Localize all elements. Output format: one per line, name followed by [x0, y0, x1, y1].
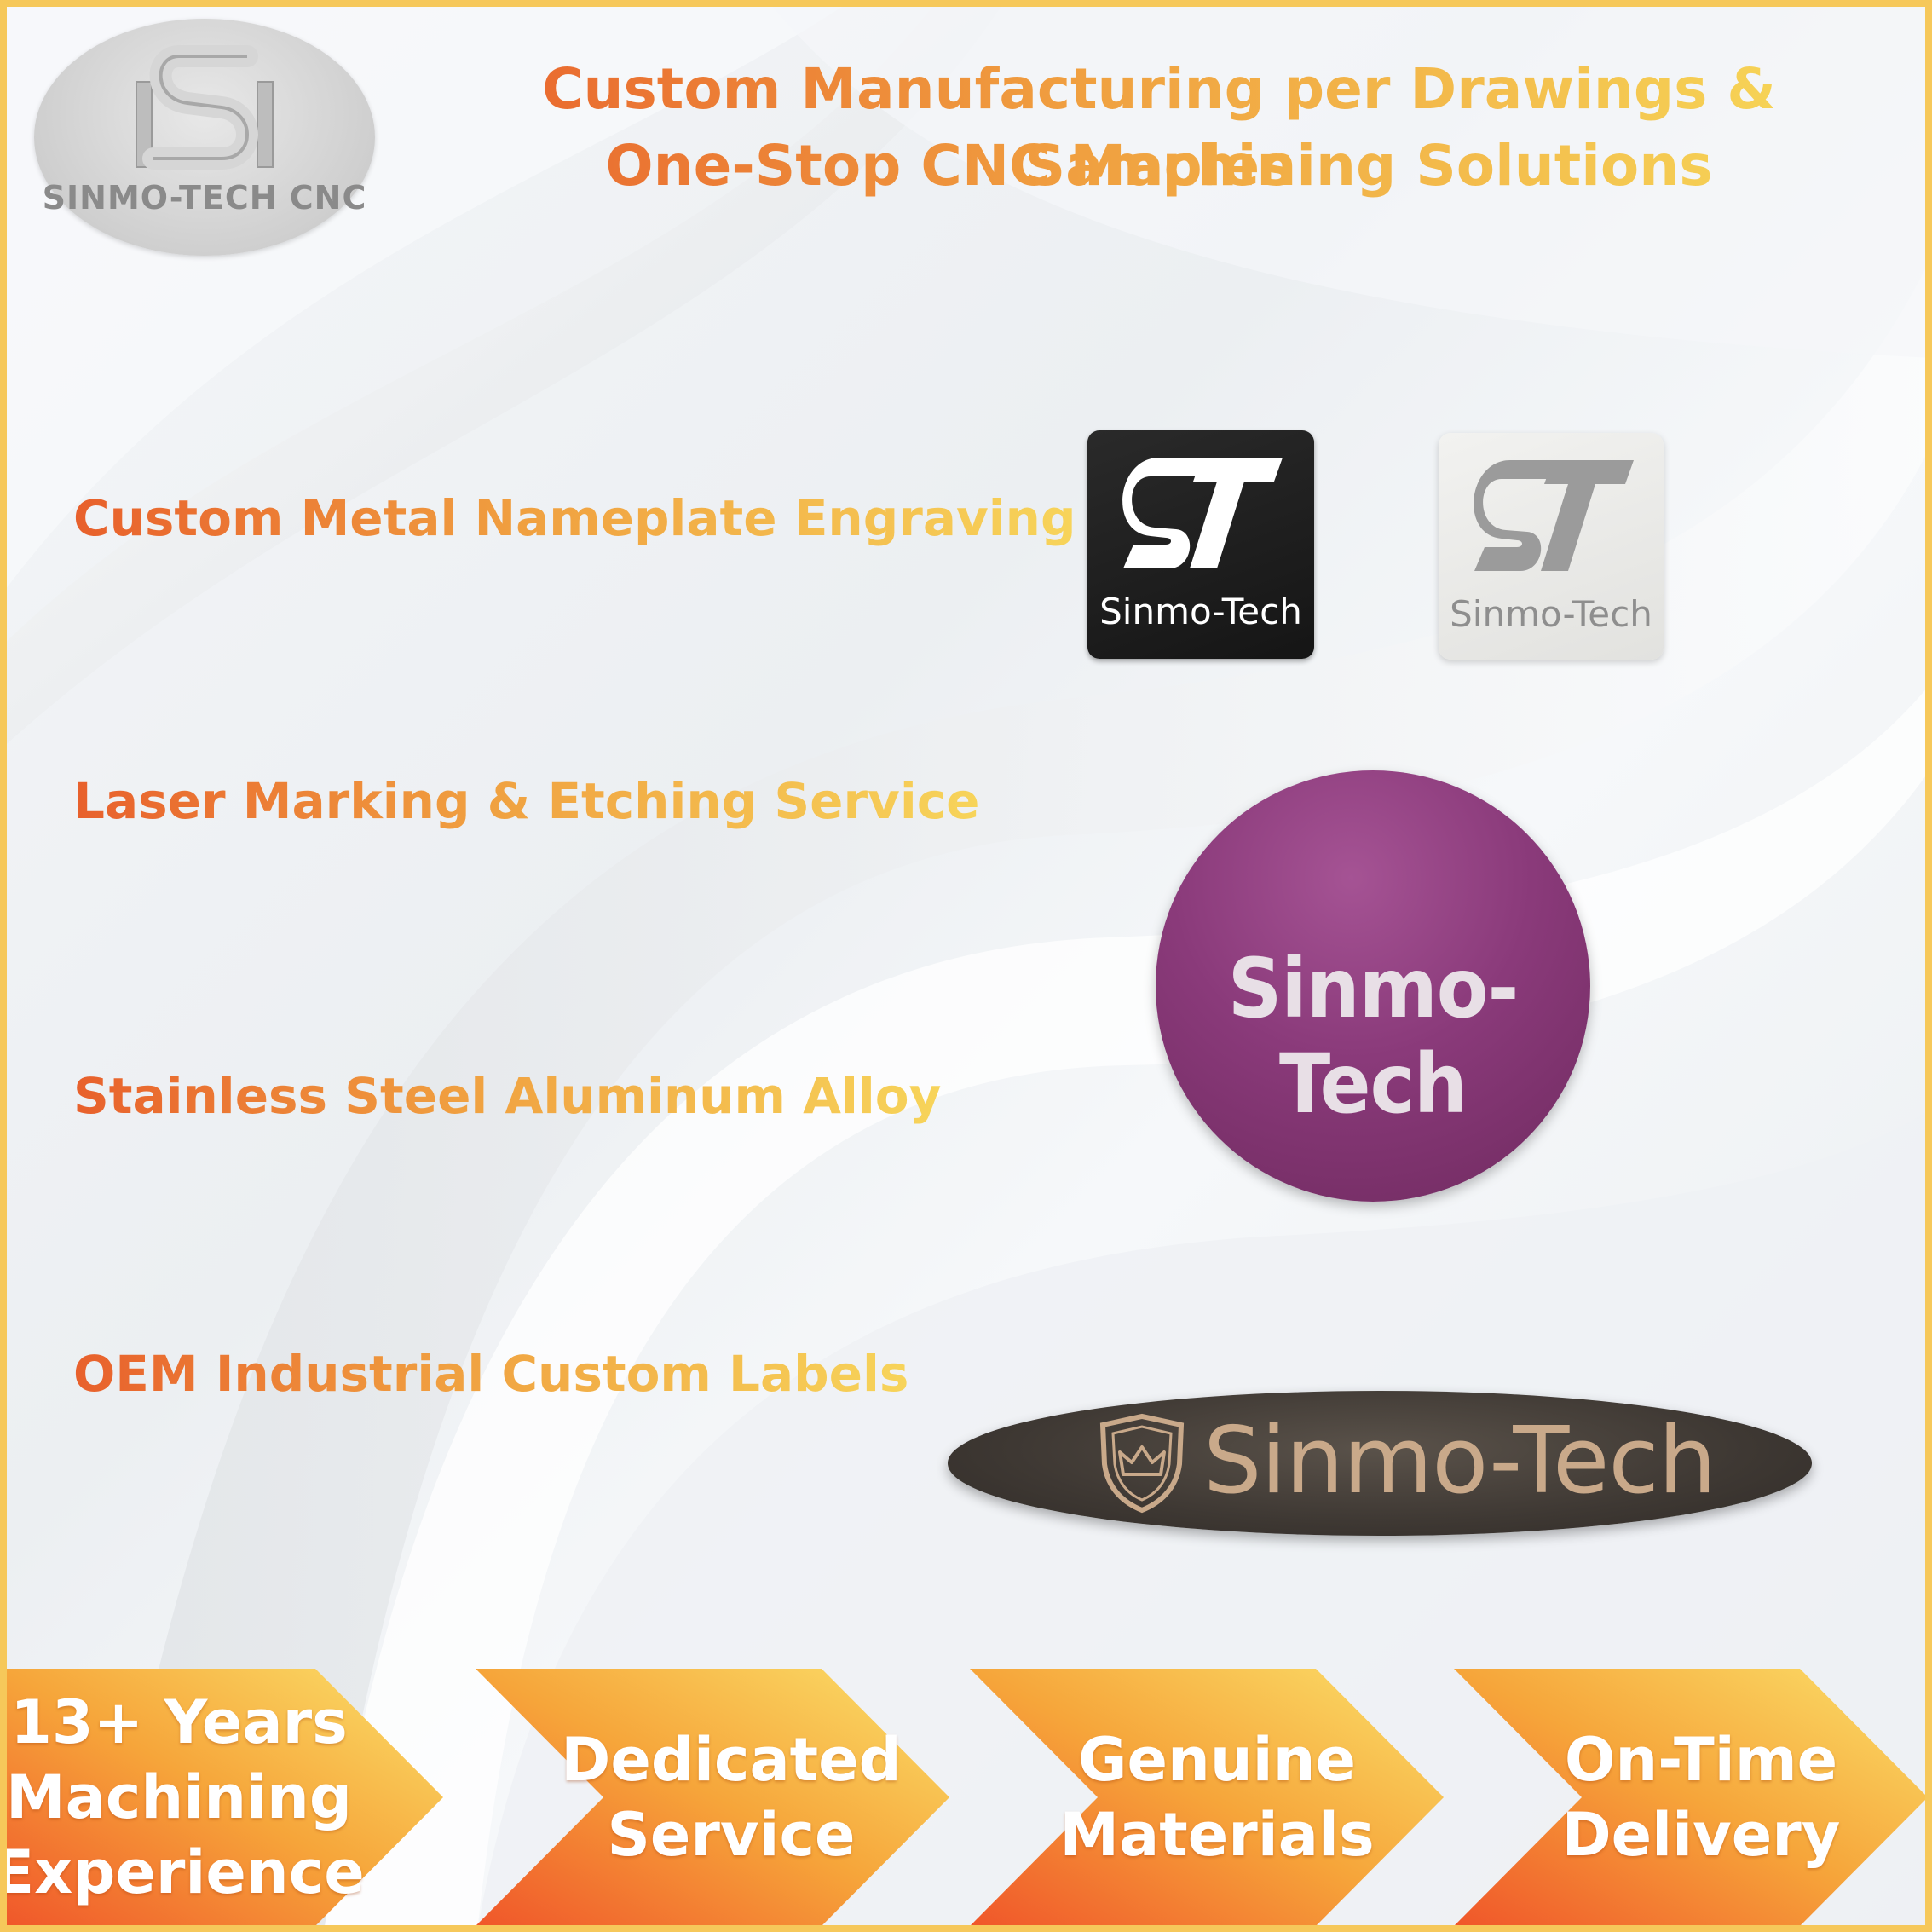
- highlight-on-time-delivery: On-Time Delivery: [1454, 1669, 1928, 1926]
- headline-line-1: Custom Manufacturing per Drawings & Samp…: [409, 51, 1909, 205]
- purple-disc-sample: Sinmo-Tech: [1156, 770, 1590, 1202]
- headline-line-2: One-Stop CNC Machining Solutions: [409, 128, 1909, 205]
- feature-laser-marking: Laser Marking & Etching Service: [73, 772, 980, 830]
- chevron-arrow-icon: [970, 1669, 1444, 1926]
- highlight-label: Genuine Materials: [1059, 1725, 1375, 1870]
- highlight-label: Dedicated Service: [561, 1725, 902, 1870]
- feature-oem-labels: OEM Industrial Custom Labels: [73, 1345, 909, 1403]
- highlight-genuine-materials: Genuine Materials: [970, 1669, 1444, 1926]
- st-logo-icon: [1474, 460, 1634, 571]
- disc-label: Sinmo-Tech: [1227, 941, 1520, 1132]
- logo-monogram-icon: [136, 45, 274, 170]
- logo-text: SINMO-TECH CNC: [42, 179, 367, 216]
- highlight-label: On-Time Delivery: [1561, 1725, 1841, 1870]
- dark-plate-label: Sinmo-Tech: [1099, 591, 1302, 632]
- oval-label: Sinmo-Tech: [1203, 1408, 1716, 1514]
- feature-materials: Stainless Steel Aluminum Alloy: [73, 1067, 942, 1125]
- crown-shield-icon: [1099, 1413, 1185, 1514]
- bronze-oval-label-sample: Sinmo-Tech: [948, 1391, 1812, 1536]
- light-plate-label: Sinmo-Tech: [1450, 593, 1652, 635]
- dark-nameplate-sample: Sinmo-Tech: [1087, 430, 1314, 659]
- highlight-dedicated-service: Dedicated Service: [476, 1669, 949, 1926]
- chevron-arrow-icon: [476, 1669, 949, 1926]
- company-logo: SINMO-TECH CNC: [34, 19, 375, 256]
- chevron-arrow-icon: [0, 1669, 443, 1926]
- chevron-arrow-icon: [1454, 1669, 1928, 1926]
- highlight-experience: 13+ Years Machining Experience: [0, 1669, 443, 1926]
- light-nameplate-sample: Sinmo-Tech: [1439, 433, 1664, 660]
- st-logo-icon: [1122, 458, 1283, 568]
- highlight-label: 13+ Years Machining Experience: [0, 1687, 365, 1907]
- feature-nameplate-engraving: Custom Metal Nameplate Engraving: [73, 489, 1076, 547]
